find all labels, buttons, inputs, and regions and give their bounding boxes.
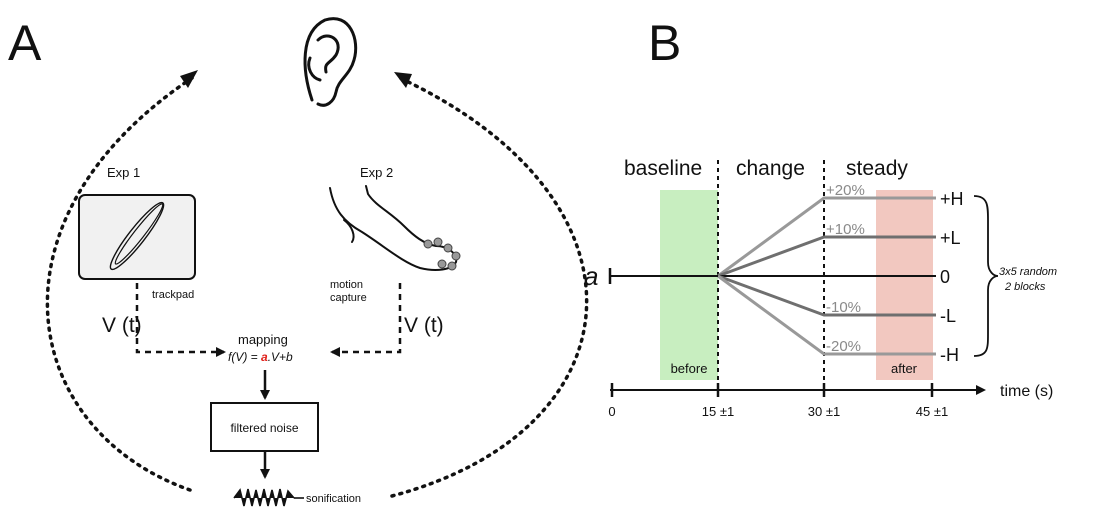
level-label-0: 0: [940, 267, 950, 287]
level-label-minus-l: -L: [940, 306, 956, 326]
time-tick-label-2: 30 ±1: [808, 404, 840, 419]
exp1-signal-path: [135, 283, 226, 357]
foot-icon: [329, 185, 458, 271]
time-axis-label: time (s): [1000, 383, 1053, 400]
sonification-label: sonification: [306, 493, 361, 505]
param-symbol: a: [584, 261, 598, 291]
level-label-plusminus-l: +L: [940, 228, 961, 248]
conditions-brace: [973, 195, 999, 357]
mapping-formula: f(V) = a.V+b: [228, 350, 293, 364]
percent-label-plusminus-h: +20%: [826, 182, 865, 199]
exp2-signal-path: [330, 283, 402, 357]
mapping-label: mapping: [238, 332, 288, 347]
filter-box-label: filtered noise: [230, 421, 298, 435]
time-tick-label-3: 45 ±1: [916, 404, 948, 419]
design-line1: 3x5 random: [999, 266, 1057, 278]
before-label: before: [671, 361, 708, 376]
level-label-minus-h: -H: [940, 345, 959, 365]
percent-label-minus-l: -10%: [826, 299, 861, 316]
exp2-title: Exp 2: [360, 165, 393, 180]
motion-markers: [423, 237, 461, 271]
trajectory-minus-l: [717, 274, 936, 317]
trajectory-layer: +H +20% +L +10% 0 -L -10% -H -20%: [717, 182, 964, 365]
trajectory-plusminus-h: [717, 196, 936, 278]
trackpad-icon: [78, 194, 196, 280]
panel-a-letter: A: [8, 15, 42, 71]
exp2-signal-label: V (t): [404, 314, 444, 337]
design-line2: 2 blocks: [1004, 281, 1046, 293]
phase-change: change: [736, 157, 805, 180]
feedback-arc-right: [390, 76, 589, 498]
percent-label-minus-h: -20%: [826, 338, 861, 355]
trajectory-plusminus-l: [717, 235, 936, 278]
phase-baseline: baseline: [624, 157, 702, 180]
panel-b-letter: B: [648, 15, 681, 71]
time-tick-label-0: 0: [608, 404, 615, 419]
feedback-arc-left: [45, 76, 194, 492]
formula-param: a: [261, 350, 268, 364]
ear-icon: [303, 17, 358, 107]
after-label: after: [891, 361, 918, 376]
level-label-plusminus-h: +H: [940, 189, 964, 209]
time-tick-layer: 0 15 ±1 30 ±1 45 ±1: [608, 383, 948, 419]
formula-suffix: .V+b: [268, 350, 293, 364]
exp1-signal-label: V (t): [102, 314, 142, 337]
before-window: [660, 190, 718, 380]
motion-capture-label-line1: motion: [330, 279, 363, 291]
phase-steady: steady: [846, 157, 908, 180]
formula-prefix: f(V) =: [228, 350, 261, 364]
percent-label-plusminus-l: +10%: [826, 221, 865, 238]
after-window: [876, 190, 933, 380]
waveform-icon: [233, 488, 304, 507]
trackpad-label: trackpad: [152, 289, 194, 301]
trajectory-minus-h: [717, 274, 936, 356]
exp1-title: Exp 1: [107, 165, 140, 180]
motion-capture-label-line2: capture: [330, 292, 367, 304]
time-tick-label-1: 15 ±1: [702, 404, 734, 419]
feedback-arc-right-arrowhead: [394, 72, 412, 88]
feedback-arc-left-arrowhead: [180, 70, 198, 88]
